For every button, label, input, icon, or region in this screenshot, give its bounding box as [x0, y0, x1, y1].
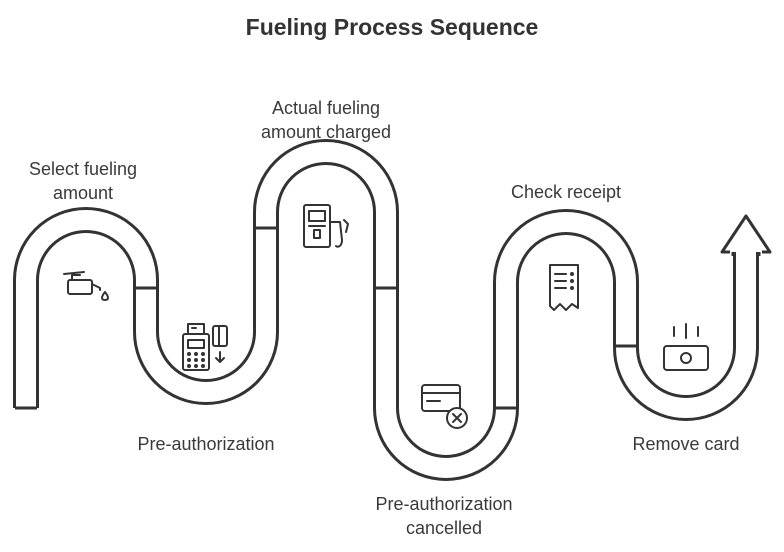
oil-can-icon	[63, 271, 109, 301]
receipt-icon	[549, 264, 579, 311]
arrow-head-icon	[720, 214, 772, 254]
diagram-title: Fueling Process Sequence	[245, 14, 539, 40]
step-label-check-receipt: Check receipt	[510, 182, 622, 202]
step-label-actual-fueling-amount-charged: Actual fueling amount charged	[260, 98, 392, 142]
step-label-pre-authorization-cancelled: Pre-authorization cancelled	[375, 494, 513, 538]
step-label-pre-authorization: Pre-authorization	[137, 434, 275, 454]
card-terminal-icon	[182, 323, 228, 371]
fuel-pump-icon	[303, 204, 349, 248]
step-label-remove-card: Remove card	[632, 434, 740, 454]
card-cancel-icon	[421, 384, 468, 429]
step-label-select-fueling-amount: Select fueling amount	[28, 159, 138, 203]
card-reader-icon	[663, 323, 709, 371]
